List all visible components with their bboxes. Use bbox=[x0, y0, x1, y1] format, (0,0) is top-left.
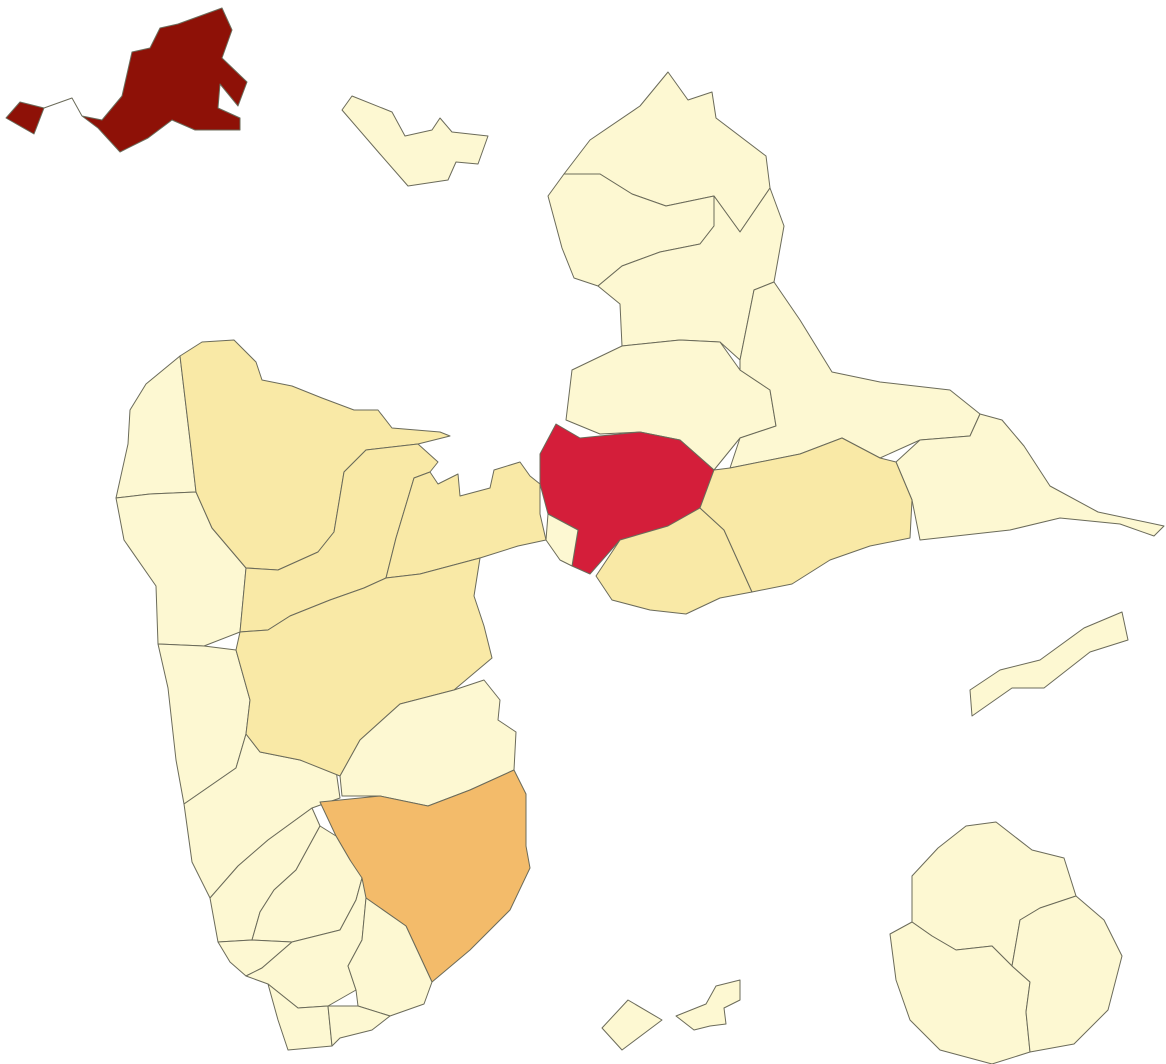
region-gt-southwest-strip[interactable] bbox=[545, 513, 579, 567]
region-north-islet[interactable] bbox=[341, 95, 489, 187]
region-northwest-island[interactable] bbox=[5, 7, 248, 153]
region-gt-south-2[interactable] bbox=[699, 437, 913, 593]
region-gt-east[interactable] bbox=[895, 413, 1165, 541]
region-bt-north-1[interactable] bbox=[179, 339, 451, 571]
region-mg-east[interactable] bbox=[1011, 895, 1123, 1053]
region-bt-center[interactable] bbox=[235, 557, 493, 777]
region-saintes-1[interactable] bbox=[601, 999, 663, 1051]
region-bt-south-7[interactable] bbox=[327, 1005, 391, 1047]
region-gt-south-1[interactable] bbox=[595, 507, 753, 615]
region-desirade[interactable] bbox=[969, 611, 1129, 717]
region-saintes-2[interactable] bbox=[675, 979, 741, 1031]
